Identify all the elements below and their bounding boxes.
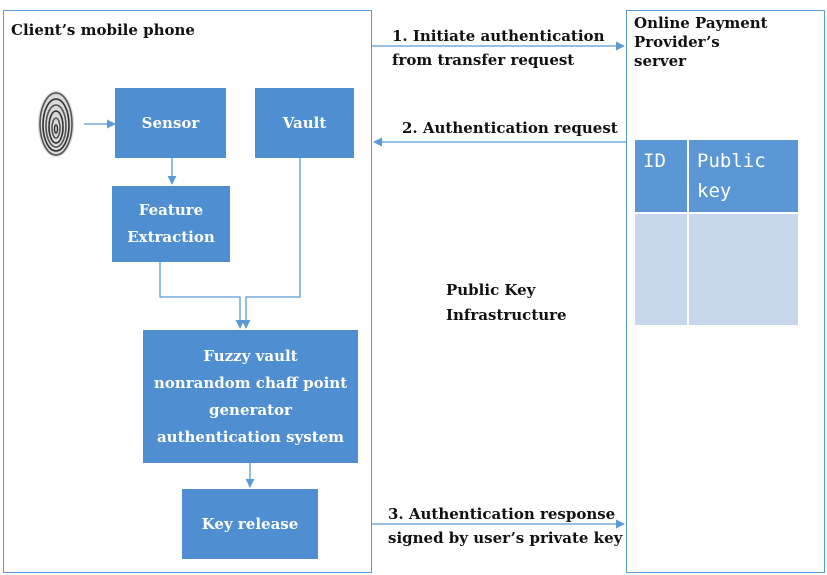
pki-label: Public Key Infrastructure (446, 281, 567, 324)
client-phone-title: Client’s mobile phone (11, 21, 195, 39)
fingerprint-icon (38, 91, 74, 157)
vault-to-fuzzy-arrow (241, 158, 301, 329)
fuzzy-vault-box: Fuzzy vault nonrandom chaff point genera… (143, 330, 358, 463)
key-release-box: Key release (182, 489, 318, 559)
table-cell-public-key (689, 214, 798, 325)
message-2-label: 2. Authentication request (402, 119, 618, 137)
server-title: Online Payment Provider’s server (634, 14, 768, 70)
message-1-label: 1. Initiate authentication from transfer… (392, 27, 605, 69)
table-header-public-key: Public key (689, 140, 798, 212)
message-3-label: 3. Authentication response signed by use… (388, 505, 623, 547)
vault-box: Vault (255, 88, 354, 158)
table-header-id: ID (635, 140, 687, 212)
sensor-box: Sensor (115, 88, 226, 158)
feature-to-fuzzy-arrow (159, 262, 245, 329)
table-cell-id (635, 214, 687, 325)
feature-extraction-box: Feature Extraction (112, 186, 230, 262)
